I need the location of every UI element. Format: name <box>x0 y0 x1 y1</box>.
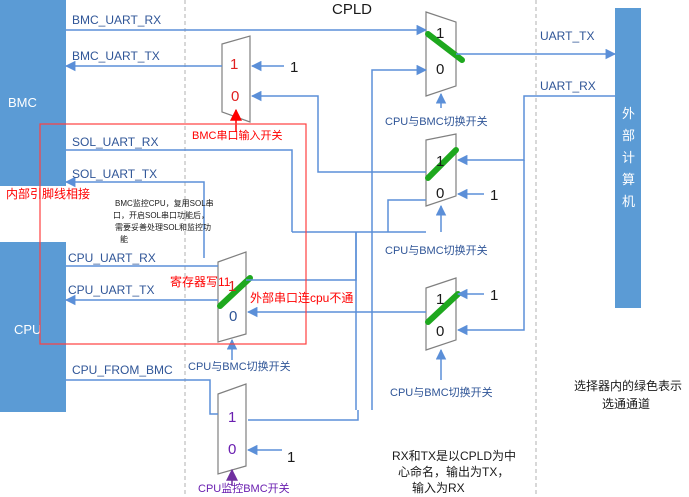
label-uart-tx: UART_TX <box>540 29 594 43</box>
mux4-output-line <box>246 232 357 281</box>
mux-bmc-input-1: 1 <box>230 56 238 73</box>
caption-cpu-bmc-switch-left: CPU与BMC切换开关 <box>188 359 291 373</box>
note-line-4: 能 <box>120 234 128 244</box>
legend-line-1: 选择器内的绿色表示 <box>574 378 682 393</box>
sol-uart-tx-line <box>64 176 205 258</box>
mux6-output-line <box>248 410 359 421</box>
annotation-external-serial: 外部串口连cpu不通 <box>250 290 353 305</box>
label-uart-rx: UART_RX <box>540 79 596 93</box>
sol-uart-rx-line <box>66 149 293 232</box>
mux-uart-tx-input-0: 0 <box>436 61 444 78</box>
mux-uart-tx-input-1: 1 <box>436 25 444 42</box>
mux-bmc-serial-input <box>221 35 251 123</box>
caption-cpu-bmc-switch-middle: CPU与BMC切换开关 <box>385 243 488 257</box>
mux2-input0-line <box>371 64 428 410</box>
label-cpu-uart-tx: CPU_UART_TX <box>68 283 154 297</box>
mux-lower-input-1: 1 <box>436 291 444 308</box>
label-cpu-uart-rx: CPU_UART_RX <box>68 251 156 265</box>
mux-cpu-uart-selected-path <box>217 275 253 309</box>
label-sol-uart-tx: SOL_UART_TX <box>72 167 157 181</box>
mux-lower-input-0: 0 <box>436 323 444 340</box>
cpu-block-label: CPU <box>14 322 41 337</box>
branch-to-mux3 <box>387 199 426 232</box>
bmc-block-label: BMC <box>8 95 37 110</box>
mux-middle-selected-path <box>425 147 459 181</box>
mux-lower-selected-path <box>425 291 461 325</box>
annotation-register-write: 寄存器写11 <box>170 274 231 289</box>
const-one-m3: 1 <box>490 187 498 204</box>
label-sol-uart-rx: SOL_UART_RX <box>72 135 158 149</box>
const-one-m1: 1 <box>290 59 298 76</box>
const-one-m5: 1 <box>490 287 498 304</box>
external-computer-char-5: 机 <box>622 194 635 209</box>
cpu-from-bmc-line <box>66 379 218 415</box>
uart-rx-line <box>456 95 615 166</box>
mux-cpu-monitor-bmc <box>217 383 247 475</box>
mux-middle-switch <box>425 133 457 207</box>
signal-lines <box>64 24 617 421</box>
mux-cpu-input-1: 1 <box>228 278 236 295</box>
mux-middle-input-0: 0 <box>436 185 444 202</box>
label-bmc-uart-rx: BMC_UART_RX <box>72 13 161 27</box>
bmc-block <box>0 0 66 186</box>
external-computer-char-1: 外 <box>622 106 635 121</box>
const-one-m6: 1 <box>287 449 295 466</box>
rxtx-note-line-1: RX和TX是以CPLD为中 <box>392 448 516 463</box>
legend-line-2: 选通通道 <box>602 397 650 411</box>
rxtx-note-line-2: 心命名，输出为TX， <box>398 464 509 479</box>
note-line-3: 需要妥善处理SOL和监控功 <box>115 222 211 232</box>
mux-monitor-input-1: 1 <box>228 409 236 426</box>
label-bmc-uart-tx: BMC_UART_TX <box>72 49 160 63</box>
caption-cpu-bmc-switch-bottom: CPU与BMC切换开关 <box>390 385 493 399</box>
external-computer-char-3: 计 <box>622 150 635 165</box>
mux-monitor-input-0: 0 <box>228 441 236 458</box>
caption-bmc-serial-input-switch: BMC串口输入开关 <box>192 128 282 142</box>
mux3-to-mux1 <box>250 90 426 173</box>
mux-bmc-input-0: 0 <box>231 88 239 105</box>
annotation-internal-lead: 内部引脚线相接 <box>6 186 90 201</box>
mux-middle-input-1: 1 <box>436 153 444 170</box>
internal-lead-box <box>39 123 307 345</box>
caption-cpu-monitor-bmc-switch: CPU监控BMC开关 <box>198 481 290 495</box>
rxtx-note-line-3: 输入为RX <box>412 480 465 495</box>
mux-uart-tx-selected-path <box>425 31 465 63</box>
note-line-2: 口，开启SOL串口功能后， <box>113 210 209 220</box>
cpld-title: CPLD <box>332 1 372 18</box>
mux-lower-switch <box>425 277 457 351</box>
note-line-1: BMC监控CPU，复用SOL串 <box>115 198 214 208</box>
cpu-block <box>0 242 66 412</box>
external-computer-char-4: 算 <box>622 172 635 187</box>
label-cpu-from-bmc: CPU_FROM_BMC <box>72 363 173 377</box>
mux-cpu-input-0: 0 <box>229 308 237 325</box>
caption-cpu-bmc-switch-top: CPU与BMC切换开关 <box>385 114 488 128</box>
uart-rx-to-lower <box>456 160 525 336</box>
external-computer-char-2: 部 <box>622 128 635 143</box>
external-computer-block <box>615 8 641 308</box>
